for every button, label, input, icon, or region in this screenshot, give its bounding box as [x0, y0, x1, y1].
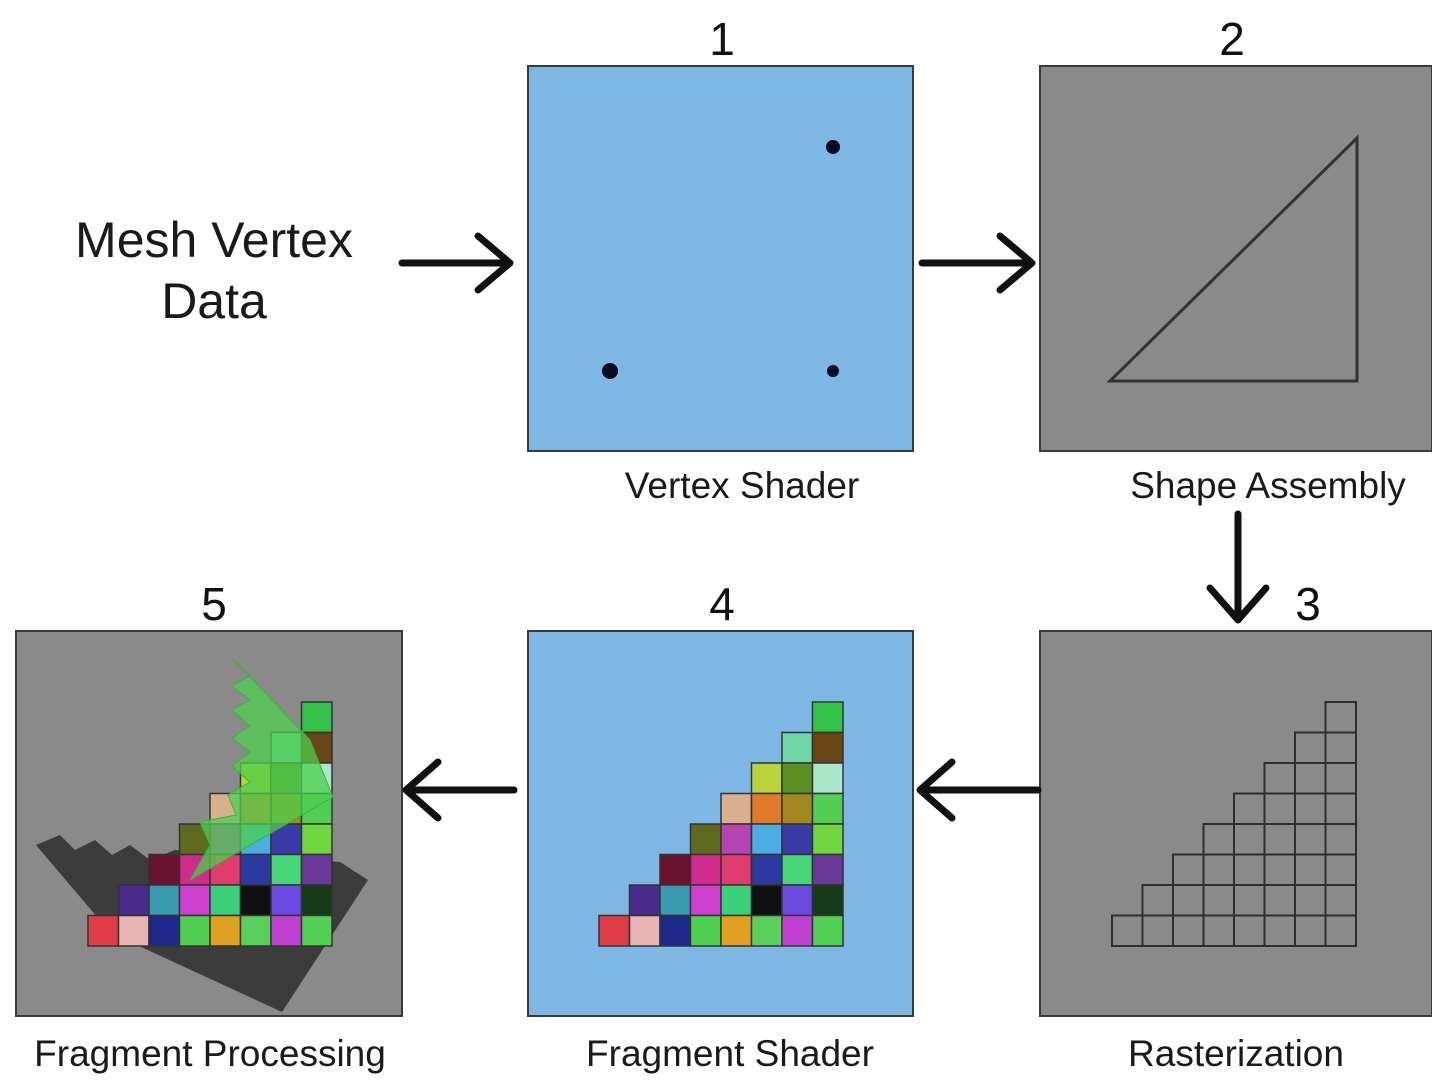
- arrow-stage2-to-stage3: [1206, 510, 1270, 624]
- raster-grid: [1111, 701, 1357, 947]
- fragment-cell: [750, 853, 783, 886]
- fragment-cell: [209, 884, 242, 917]
- arrow-stage1-to-stage2: [918, 232, 1036, 294]
- stage-vertex-shader: 1 Vertex Shader: [527, 13, 914, 506]
- input-label-line1: Mesh Vertex: [75, 212, 353, 268]
- fragment-cell: [239, 853, 272, 886]
- fragment-cell: [659, 914, 692, 947]
- fragment-cell: [148, 914, 181, 947]
- fragment-cell: [300, 823, 333, 856]
- fragment-cell: [300, 853, 333, 886]
- stage-label: Fragment Processing: [34, 1033, 386, 1074]
- fragment-cell: [781, 884, 814, 917]
- fragment-cell: [209, 914, 242, 947]
- fragment-cell: [811, 762, 844, 795]
- fragment-cell: [781, 762, 814, 795]
- stage-number: 1: [709, 13, 735, 65]
- fragment-cell: [781, 914, 814, 947]
- fragment-cell: [811, 914, 844, 947]
- stage-label: Rasterization: [1128, 1033, 1344, 1074]
- stage-fragment-processing: 5 Fragment Processing: [15, 578, 403, 1074]
- fragment-cell: [811, 884, 844, 917]
- fragment-cell: [811, 823, 844, 856]
- stage-number: 2: [1219, 13, 1245, 65]
- fragment-cell: [750, 884, 783, 917]
- fragment-cell: [659, 853, 692, 886]
- fragment-cell: [720, 853, 753, 886]
- fragment-cell: [750, 762, 783, 795]
- stage-label: Fragment Shader: [586, 1033, 874, 1074]
- fragment-cell: [811, 731, 844, 764]
- fragment-cell: [300, 914, 333, 947]
- fragment-cell: [781, 853, 814, 886]
- arrow-input-to-stage1: [398, 232, 514, 294]
- fragment-cell: [628, 884, 661, 917]
- fragment-cell: [300, 701, 333, 734]
- fragment-cell: [689, 884, 722, 917]
- fragment-cell: [720, 884, 753, 917]
- fragment-cell: [148, 884, 181, 917]
- fragment-cell: [148, 853, 181, 886]
- stage-fragment-shader: 4 Fragment Shader: [527, 578, 914, 1074]
- fragment-cell: [781, 823, 814, 856]
- fragment-cell: [689, 823, 722, 856]
- fragment-cell: [1324, 914, 1357, 947]
- fragment-cell: [811, 792, 844, 825]
- vertex-point-bottom-right: [827, 365, 839, 377]
- fragment-cell: [178, 884, 211, 917]
- fragment-cell: [270, 853, 303, 886]
- fragment-cell: [239, 914, 272, 947]
- fragment-cell: [689, 853, 722, 886]
- fragment-cell: [689, 914, 722, 947]
- fragment-cell: [750, 792, 783, 825]
- fragment-cell: [811, 853, 844, 886]
- fragment-cell: [628, 914, 661, 947]
- stage-shape-assembly: 2 Shape Assembly: [1039, 13, 1432, 506]
- fragment-cell: [270, 914, 303, 947]
- fragment-cell: [300, 884, 333, 917]
- arrow-stage3-to-stage4: [916, 758, 1042, 822]
- fragment-cell: [720, 823, 753, 856]
- vertex-point-top-right: [826, 140, 840, 154]
- fragment-cell: [720, 792, 753, 825]
- stage-number: 5: [201, 578, 227, 630]
- vertex-point-bottom-left: [602, 363, 618, 379]
- input-label-line2: Data: [161, 273, 267, 329]
- fragment-cell: [811, 701, 844, 734]
- vertex-shader-panel: [527, 65, 914, 452]
- fragment-cell: [239, 884, 272, 917]
- assembled-triangle: [1106, 134, 1359, 383]
- fragment-cell: [781, 731, 814, 764]
- fragment-cell: [178, 914, 211, 947]
- fragment-cell: [117, 884, 150, 917]
- stage-label: Vertex Shader: [625, 465, 859, 506]
- stage-number: 4: [709, 578, 735, 630]
- fragment-cell: [781, 792, 814, 825]
- fragment-cell: [750, 914, 783, 947]
- fragment-cell: [750, 823, 783, 856]
- stage-number: 3: [1295, 578, 1321, 630]
- fragment-cell: [659, 884, 692, 917]
- arrow-stage4-to-stage5: [402, 758, 518, 822]
- stage-label: Shape Assembly: [1130, 465, 1406, 506]
- fragment-cell: [117, 914, 150, 947]
- colored-fragment-grid: [598, 701, 844, 947]
- fragment-cell: [270, 884, 303, 917]
- fragment-cell: [598, 914, 631, 947]
- overlay-triangle: [188, 657, 334, 882]
- fragment-cell: [720, 914, 753, 947]
- fragment-cell: [87, 914, 120, 947]
- stage-rasterization: 3 Rasterization: [1039, 578, 1432, 1074]
